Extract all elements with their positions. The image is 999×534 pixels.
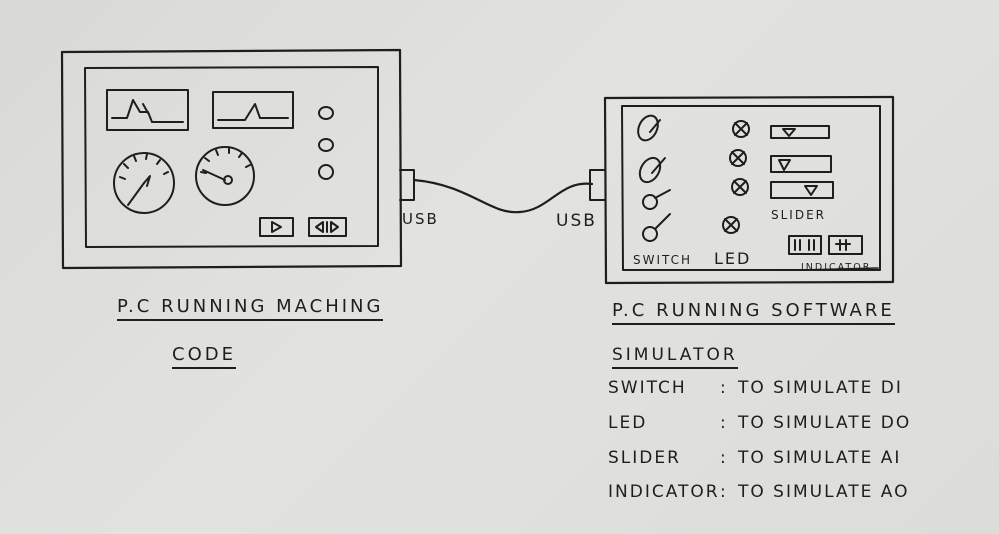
indicator-display bbox=[828, 235, 863, 255]
legend-row: INDICATOR: TO SIMULATE AO bbox=[608, 482, 910, 502]
left-caption-line2: CODE bbox=[172, 344, 236, 369]
usb-port-right bbox=[589, 169, 606, 201]
legend-row: LED: TO SIMULATE DO bbox=[608, 413, 911, 433]
slider-control bbox=[770, 155, 832, 173]
legend-separator: : bbox=[720, 448, 728, 468]
led-light bbox=[731, 178, 749, 196]
usb-cable bbox=[412, 178, 594, 214]
step-button bbox=[308, 217, 347, 237]
legend-key: SWITCH bbox=[608, 378, 687, 398]
right-caption-line2: SIMULATOR bbox=[612, 345, 738, 369]
left-caption-line1: P.C RUNNING MACHING bbox=[117, 296, 384, 321]
legend-value: TO SIMULATE DO bbox=[738, 413, 912, 433]
left-pc-monitor bbox=[60, 48, 415, 270]
legend-value: TO SIMULATE AI bbox=[738, 448, 902, 468]
analog-meter bbox=[212, 91, 294, 129]
switch-label: SWITCH bbox=[633, 253, 692, 267]
toggle-switch bbox=[637, 114, 661, 142]
slider-control bbox=[770, 125, 830, 139]
led-light bbox=[732, 120, 750, 138]
indicator-lights bbox=[318, 106, 334, 180]
legend-separator: : bbox=[720, 378, 728, 398]
legend-value: TO SIMULATE DI bbox=[738, 378, 903, 398]
legend-row: SWITCH: TO SIMULATE DI bbox=[608, 378, 903, 398]
legend-key: LED bbox=[608, 413, 648, 433]
right-pc-monitor bbox=[589, 95, 895, 285]
toggle-switch bbox=[638, 156, 666, 184]
usb-label-left: USB bbox=[402, 210, 439, 228]
dial-gauge bbox=[113, 152, 175, 214]
legend-key: INDICATOR bbox=[608, 482, 720, 502]
play-button bbox=[259, 217, 294, 237]
legend-value: TO SIMULATE AO bbox=[738, 482, 910, 502]
right-caption-line1: P.C RUNNING SOFTWARE bbox=[612, 300, 895, 325]
led-label: LED bbox=[714, 249, 751, 268]
slider-control bbox=[770, 181, 834, 199]
legend-separator: : bbox=[720, 482, 728, 502]
slider-label: SLIDER bbox=[771, 208, 826, 222]
legend-separator: : bbox=[720, 413, 728, 433]
led-light bbox=[729, 149, 747, 167]
analog-meter bbox=[106, 89, 189, 131]
usb-label-right: USB bbox=[556, 211, 597, 231]
usb-port-left bbox=[399, 169, 415, 201]
toggle-switch bbox=[642, 189, 671, 210]
indicator-display bbox=[788, 235, 822, 255]
toggle-switch bbox=[642, 213, 671, 242]
led-light bbox=[722, 216, 740, 234]
dial-gauge bbox=[195, 146, 255, 206]
legend-key: SLIDER bbox=[608, 448, 681, 468]
indicator-label: INDICATOR bbox=[801, 262, 871, 273]
legend-row: SLIDER: TO SIMULATE AI bbox=[608, 448, 901, 468]
